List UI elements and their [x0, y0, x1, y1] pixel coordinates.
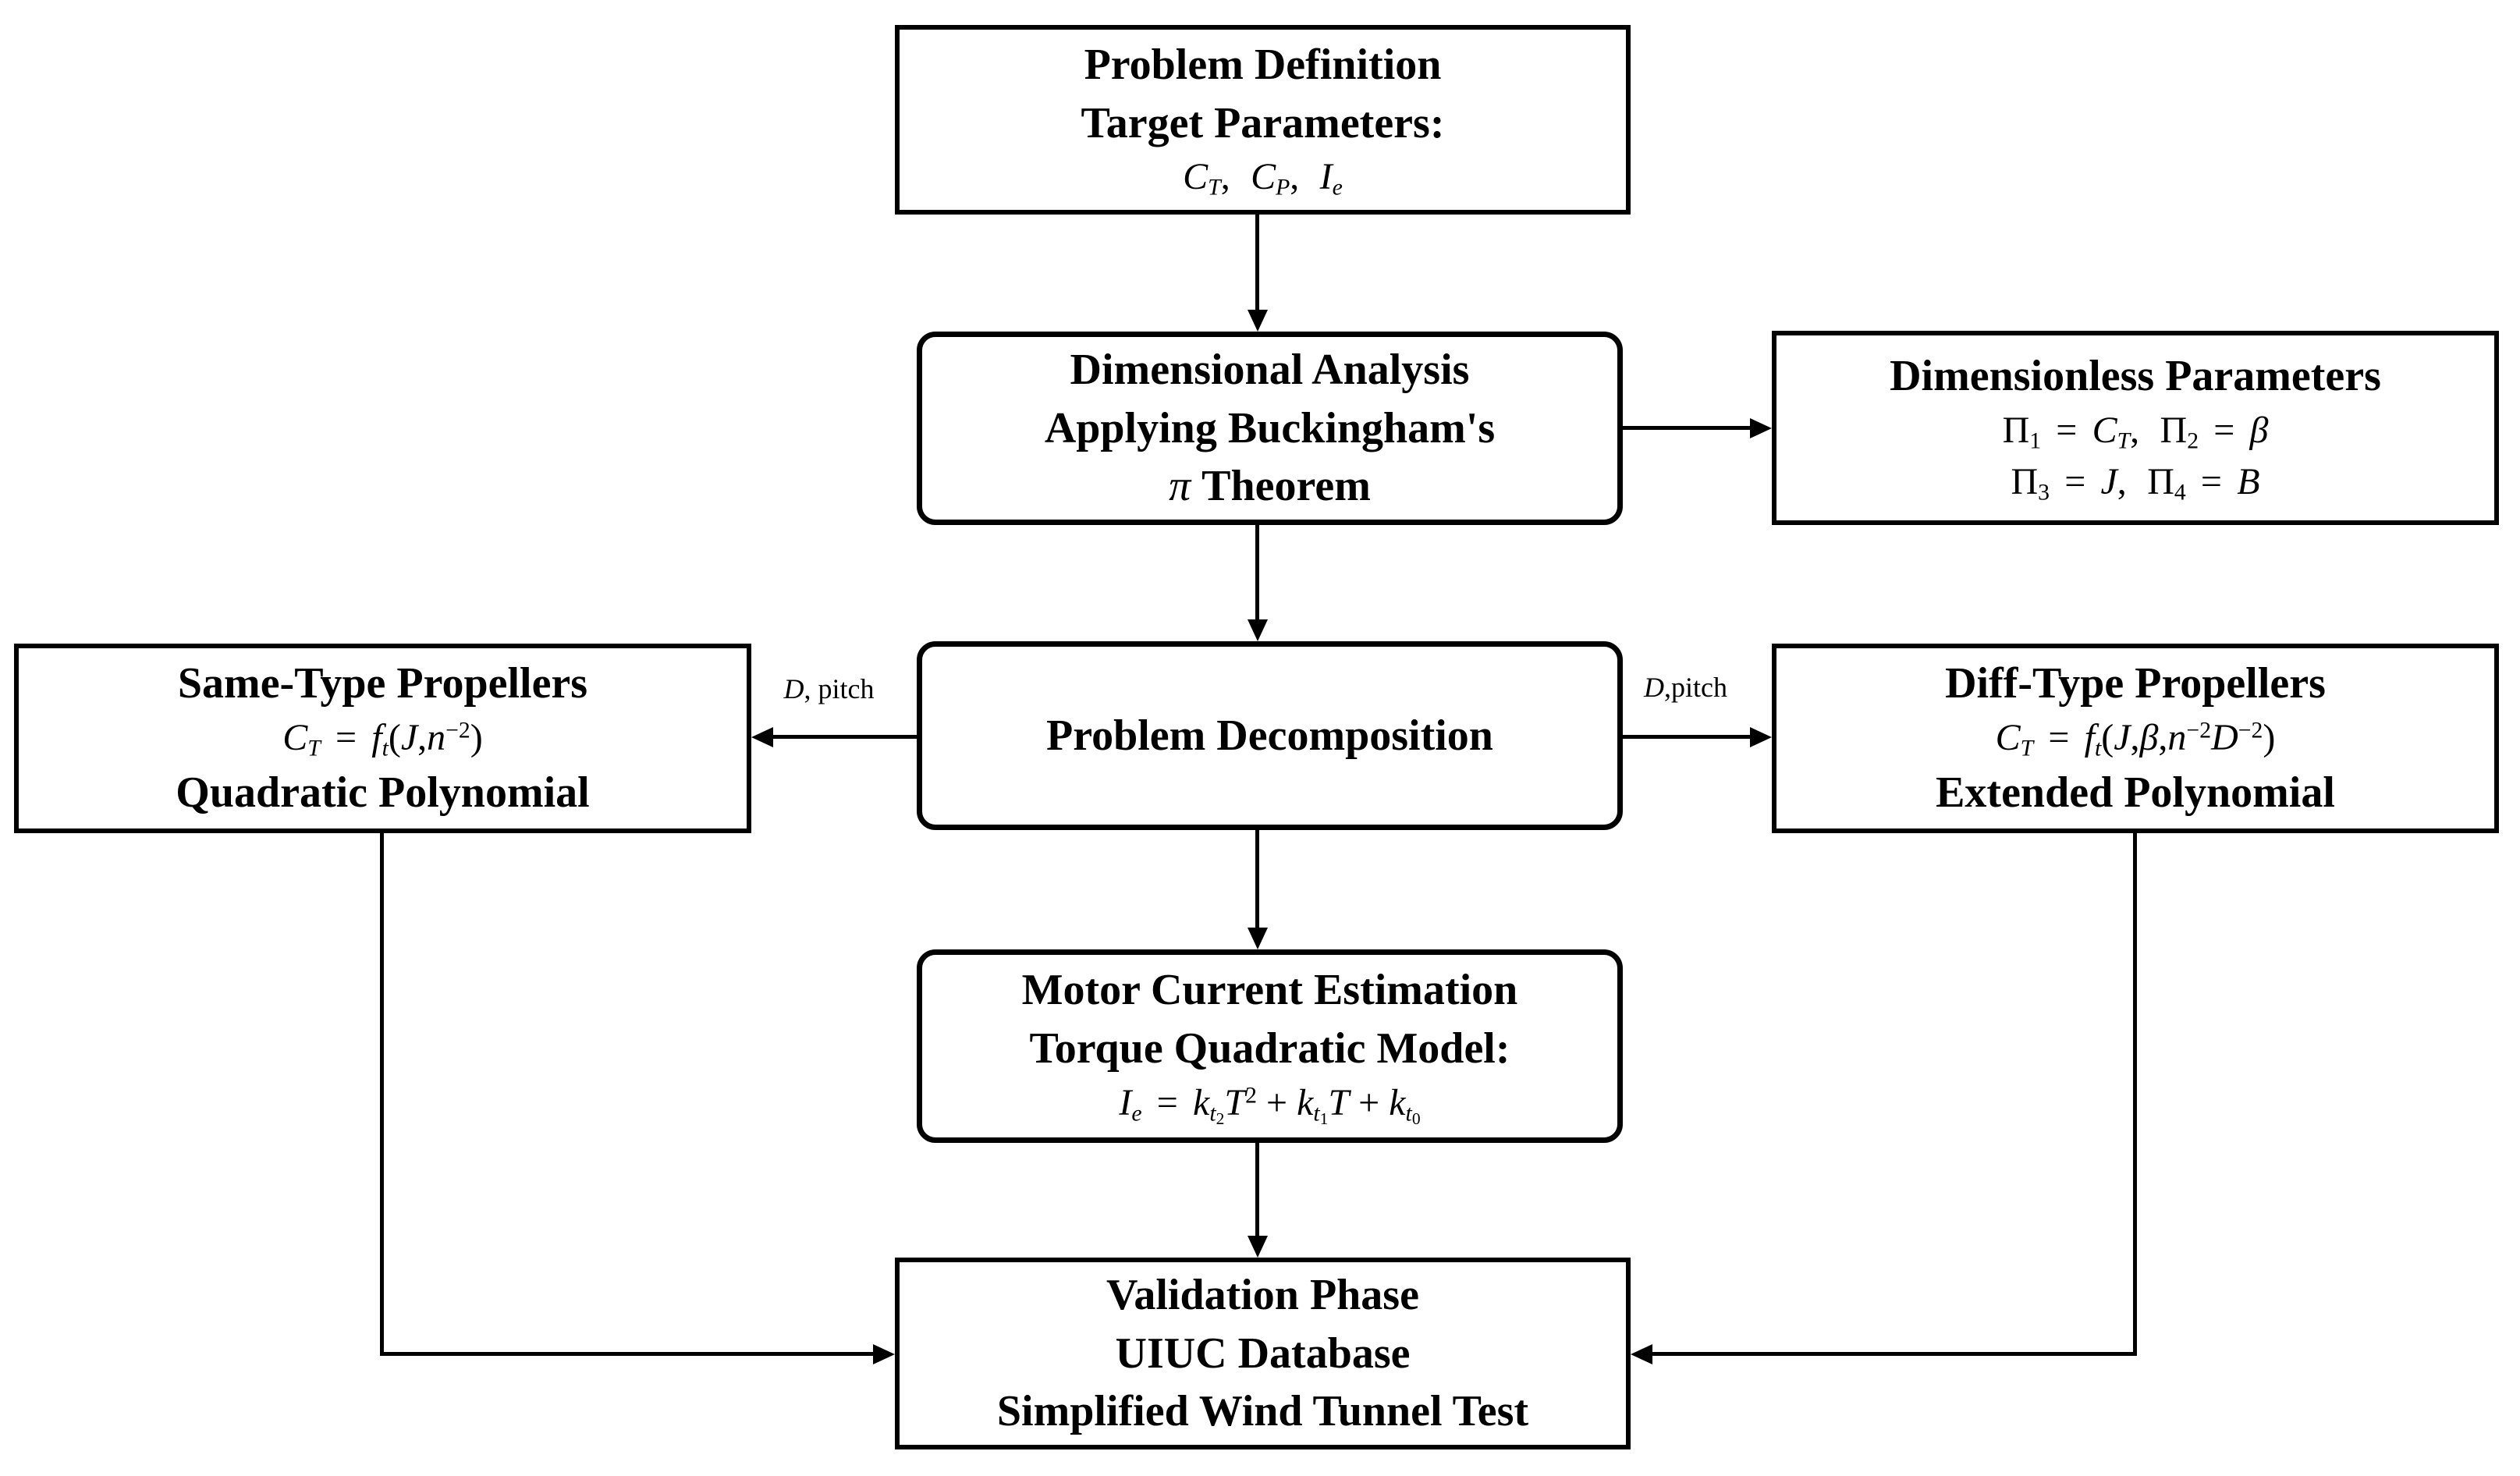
edge-label-d-pitch-right: D,pitch: [1644, 672, 1727, 703]
arrow-analysis-to-decomposition-arrowhead: [1248, 619, 1268, 641]
node-subtitle: Applying Buckingham's: [1044, 404, 1496, 453]
node-subtitle: UIUC Database: [1115, 1329, 1411, 1378]
node-problem-definition: Problem Definition Target Parameters: CT…: [895, 25, 1631, 215]
node-equation: π Theorem: [1169, 461, 1371, 510]
arrow-diff-type-to-validation-segment-horizontal: [1652, 1352, 2137, 1356]
node-title: Problem Decomposition: [1046, 711, 1493, 760]
node-diff-type-propellers: Diff-Type Propellers CT=ft(J,β,n−2D−2) E…: [1772, 644, 2499, 833]
node-problem-decomposition: Problem Decomposition: [917, 641, 1623, 830]
arrow-definition-to-analysis-segment: [1255, 215, 1259, 313]
node-equation: Ie=kt2T2+kt1T+kt0: [1119, 1082, 1421, 1128]
arrow-decomposition-to-diff-type-arrowhead: [1750, 727, 1772, 747]
arrow-decomposition-to-diff-type-segment: [1623, 735, 1752, 739]
node-equation: CT=ft(J,β,n−2D−2): [1995, 716, 2276, 761]
node-validation-phase: Validation Phase UIUC Database Simplifie…: [895, 1258, 1631, 1449]
node-subtitle: Extended Polynomial: [1936, 768, 2335, 818]
node-subtitle: Simplified Wind Tunnel Test: [996, 1387, 1529, 1436]
arrow-decomposition-to-motor-segment: [1255, 830, 1259, 931]
arrow-motor-to-validation-arrowhead: [1248, 1236, 1268, 1258]
node-title: Problem Definition: [1084, 40, 1442, 89]
node-subtitle: Torque Quadratic Model:: [1029, 1024, 1510, 1073]
arrow-decomposition-to-same-type-arrowhead: [751, 727, 773, 747]
arrow-analysis-to-parameters-arrowhead: [1750, 418, 1772, 438]
arrow-decomposition-to-motor-arrowhead: [1248, 928, 1268, 949]
node-equation: Π1=CT, Π2=β: [2002, 410, 2269, 454]
arrow-same-type-to-validation-segment-vertical: [380, 833, 384, 1356]
node-subtitle: Quadratic Polynomial: [176, 768, 590, 818]
arrow-same-type-to-validation-arrowhead: [873, 1344, 895, 1364]
node-motor-current-estimation: Motor Current Estimation Torque Quadrati…: [917, 949, 1623, 1143]
node-dimensionless-parameters: Dimensionless Parameters Π1=CT, Π2=β Π3=…: [1772, 331, 2499, 525]
node-title: Dimensionless Parameters: [1890, 352, 2381, 401]
arrow-diff-type-to-validation-arrowhead: [1631, 1344, 1652, 1364]
arrow-diff-type-to-validation-segment-vertical: [2133, 833, 2137, 1356]
edge-label-d-pitch-left: D, pitch: [783, 673, 875, 704]
node-title: Validation Phase: [1106, 1270, 1419, 1319]
node-dimensional-analysis: Dimensional Analysis Applying Buckingham…: [917, 332, 1623, 525]
node-title: Motor Current Estimation: [1021, 966, 1518, 1015]
arrow-motor-to-validation-segment: [1255, 1143, 1259, 1239]
arrow-analysis-to-parameters-segment: [1623, 426, 1752, 430]
node-same-type-propellers: Same-Type Propellers CT=ft(J,n−2) Quadra…: [14, 644, 751, 833]
arrow-same-type-to-validation-segment-horizontal: [380, 1352, 875, 1356]
node-title: Same-Type Propellers: [177, 658, 588, 708]
node-equation: CT, CP, Ie: [1183, 156, 1343, 201]
node-equation: CT=ft(J,n−2): [282, 716, 483, 761]
node-title: Diff-Type Propellers: [1945, 658, 2326, 708]
arrow-analysis-to-decomposition-segment: [1255, 525, 1259, 623]
node-title: Dimensional Analysis: [1070, 346, 1470, 395]
arrow-definition-to-analysis-arrowhead: [1248, 310, 1268, 332]
arrow-decomposition-to-same-type-segment: [770, 735, 917, 739]
node-equation: Π3=J, Π4=B: [2011, 460, 2260, 506]
node-subtitle: Target Parameters:: [1081, 98, 1445, 147]
